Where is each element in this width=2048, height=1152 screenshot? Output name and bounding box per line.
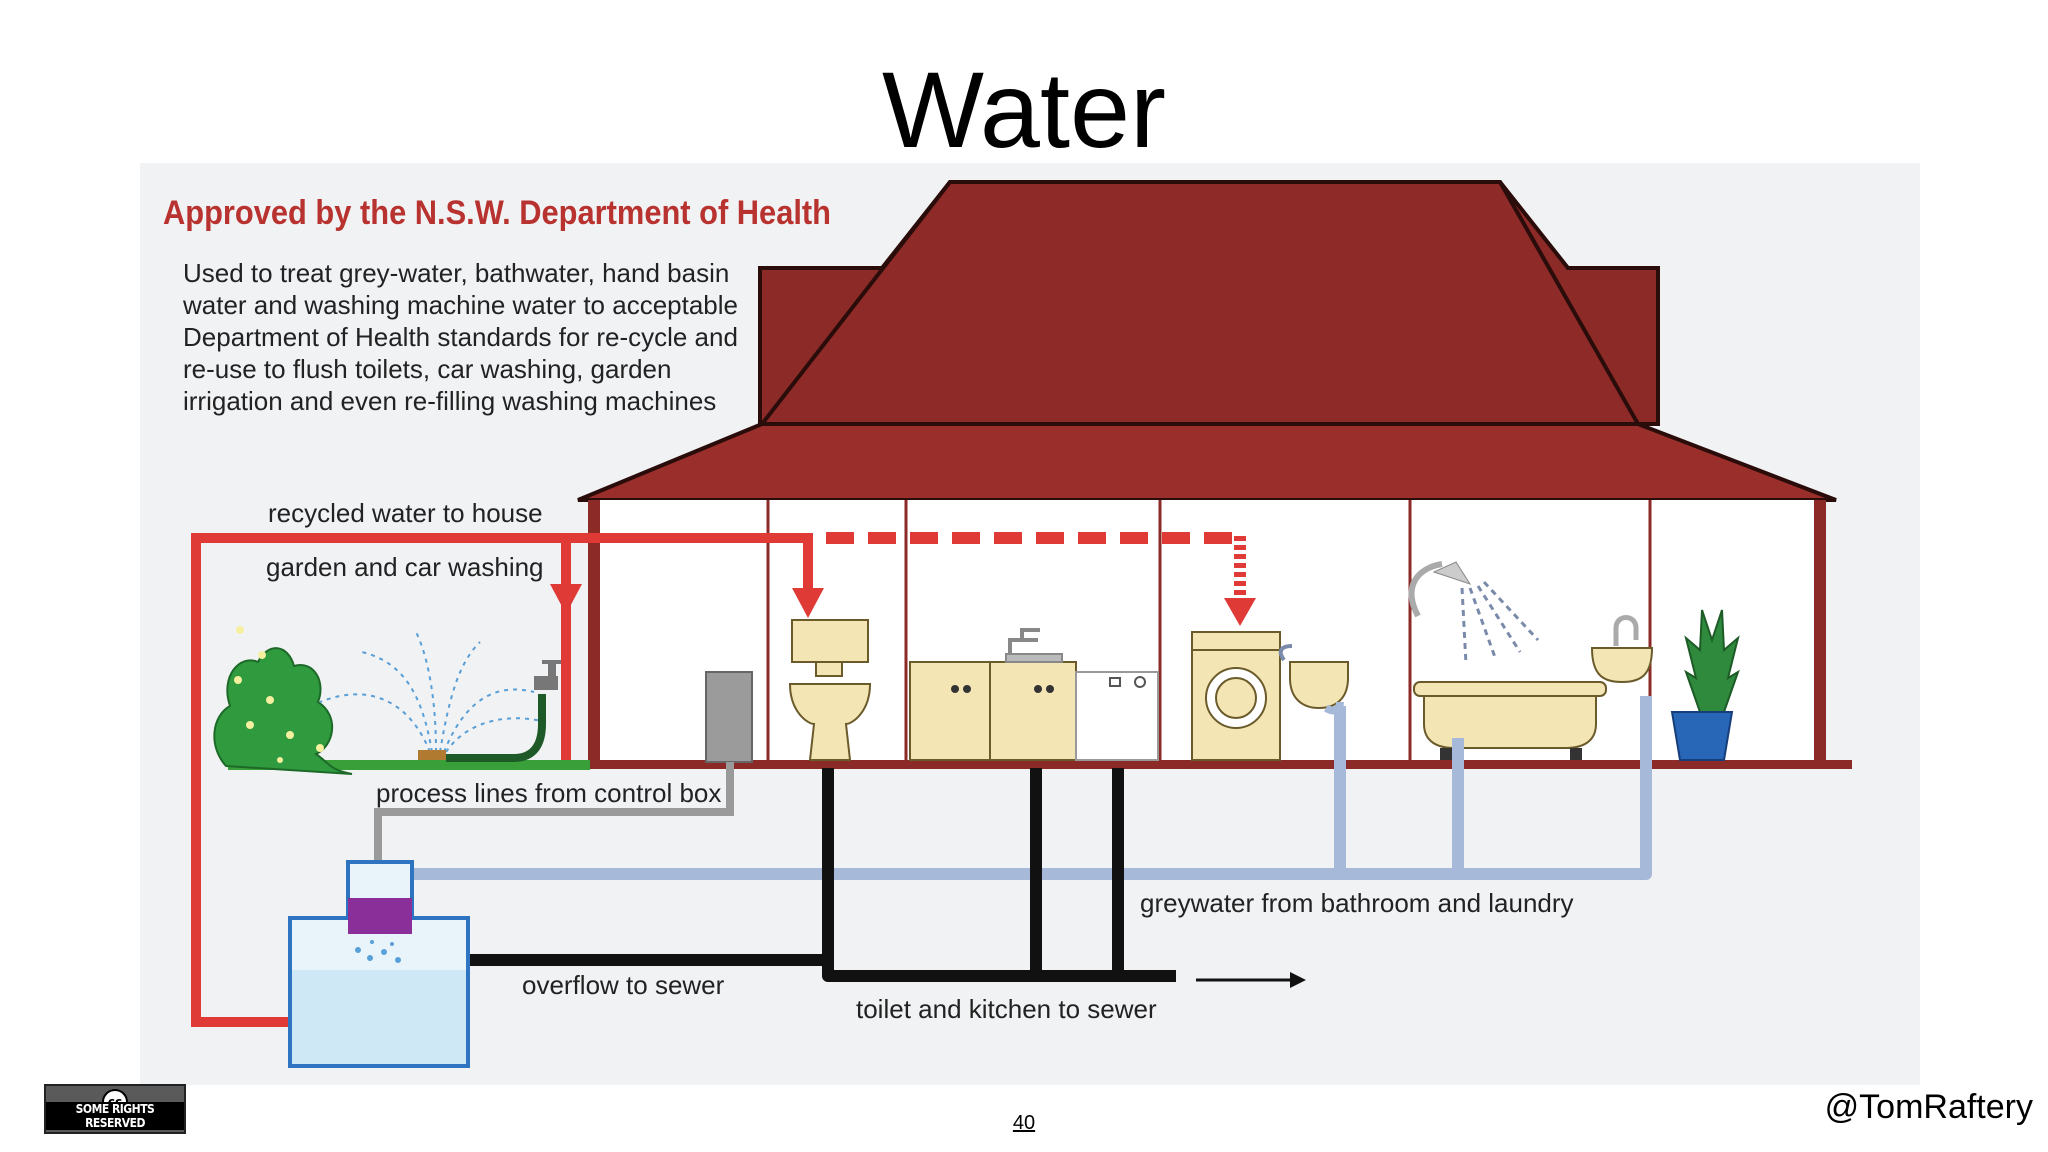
recycled-water-dashed-pipe <box>826 532 1246 598</box>
garden-hose <box>446 694 546 762</box>
shrub-icon <box>213 647 353 775</box>
label-overflow: overflow to sewer <box>522 970 725 1000</box>
washing-machine-icon <box>1191 631 1281 761</box>
recycled-water-pipes <box>191 533 813 1027</box>
process-line <box>374 762 734 860</box>
house-floor <box>588 760 1852 769</box>
sprinkler-spray <box>319 631 547 753</box>
label-greywater: greywater from bathroom and laundry <box>1140 888 1574 918</box>
sewer-flow-arrow <box>1196 972 1306 988</box>
washer-fill-arrow <box>1224 598 1256 626</box>
diagram-heading: Approved by the N.S.W. Department of Hea… <box>163 194 831 232</box>
sewer-pipes <box>468 768 1176 982</box>
bathroom-drain <box>1323 701 1344 715</box>
label-process-lines: process lines from control box <box>376 778 721 808</box>
slide-title: Water <box>881 49 1167 170</box>
toilet-icon <box>788 619 872 761</box>
hand-basin-icon <box>1590 615 1654 684</box>
treatment-tank <box>288 860 470 1068</box>
recycled-water-arrows <box>550 584 824 618</box>
tank-water <box>292 970 466 1064</box>
garden <box>213 626 590 775</box>
house <box>577 180 1852 769</box>
control-box <box>705 671 753 763</box>
page-number[interactable]: 40 <box>1012 1112 1036 1134</box>
lawn <box>228 760 590 770</box>
license-text: SOME RIGHTS RESERVED <box>46 1102 184 1130</box>
creative-commons-badge[interactable]: cc SOME RIGHTS RESERVED <box>44 1084 186 1134</box>
garden-tap-icon <box>534 660 562 690</box>
house-posts <box>588 500 1826 764</box>
shrub-flowers <box>234 626 324 763</box>
label-toilet-kitchen: toilet and kitchen to sewer <box>856 994 1157 1024</box>
greywater-pipes <box>388 696 1652 880</box>
filter-unit <box>348 898 412 934</box>
description-line: irrigation and even re-filling washing m… <box>183 386 716 416</box>
water-drops <box>355 940 401 963</box>
laundry-sink-icon <box>1278 644 1349 710</box>
potted-plant-icon <box>1670 609 1740 761</box>
diagram-description: Used to treat grey-water, bathwater, han… <box>182 258 738 416</box>
author-handle: @TomRaftery <box>1824 1088 2033 1126</box>
description-line: re-use to flush toilets, car washing, ga… <box>183 354 671 384</box>
label-recycled-water: recycled water to house <box>268 498 543 528</box>
lower-roof <box>577 422 1837 502</box>
description-line: water and washing machine water to accep… <box>182 290 738 320</box>
description-line: Department of Health standards for re-cy… <box>183 322 738 352</box>
bathtub-icon <box>1413 681 1607 760</box>
diagram-labels: recycled water to house garden and car w… <box>266 498 1574 1024</box>
shower-icon <box>1408 561 1540 665</box>
label-garden: garden and car washing <box>266 552 544 582</box>
sprinkler-icon <box>418 750 446 760</box>
kitchen-cabinets-icon <box>909 628 1159 761</box>
description-line: Used to treat grey-water, bathwater, han… <box>183 258 729 288</box>
